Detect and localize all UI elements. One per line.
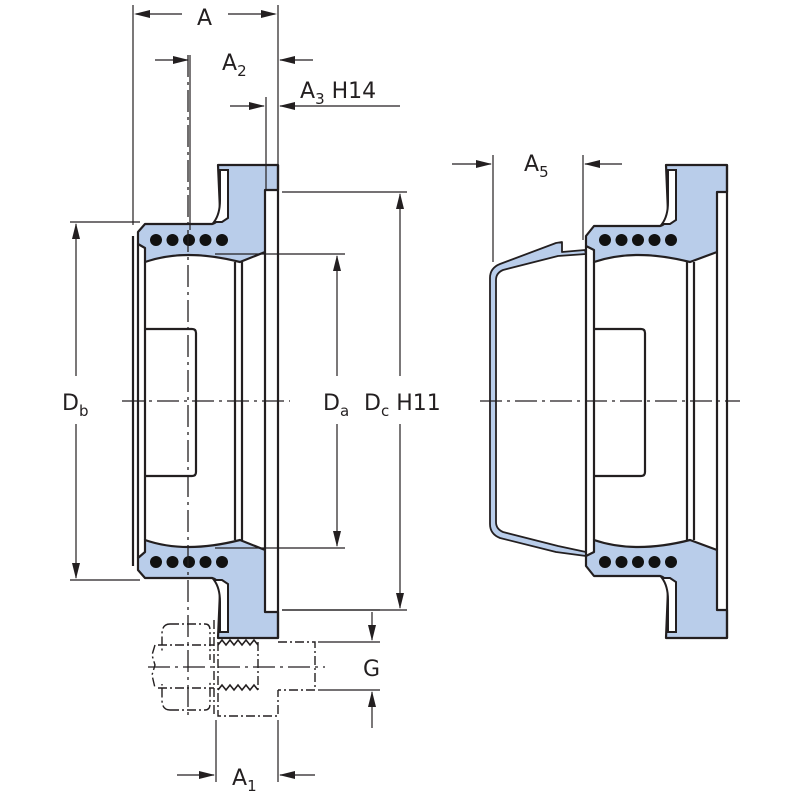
bearing-ball	[183, 234, 195, 246]
housing-section-top	[136, 163, 280, 264]
bearing-ball	[615, 556, 628, 568]
label-A2: A2	[222, 51, 247, 80]
dimension-A5: A5	[452, 152, 622, 262]
bearing-ball	[632, 556, 644, 568]
housing-section-bottom-right	[584, 538, 729, 640]
label-A1: A1	[232, 766, 257, 795]
dimension-A1: A1	[177, 720, 315, 795]
bearing-ball	[615, 234, 628, 246]
label-A: A	[197, 6, 212, 31]
ball-row-bottom-right	[599, 556, 677, 568]
left-view: A A2 A3 H14 Db	[62, 5, 441, 795]
bearing-ball	[216, 234, 228, 246]
dimension-A3: A3 H14	[230, 79, 400, 190]
housing-section-top-right	[584, 163, 729, 264]
ball-row-top-right	[599, 234, 677, 246]
label-A5: A5	[524, 152, 549, 181]
bearing-ball	[648, 234, 661, 246]
dimension-Db: Db	[62, 221, 140, 581]
bearing-ball	[166, 556, 179, 568]
bearing-ball	[665, 556, 677, 568]
flange-groove-top	[212, 169, 229, 223]
flange-groove-top-right	[660, 169, 677, 225]
dimension-A: A	[132, 5, 279, 225]
bearing-ball	[150, 234, 162, 246]
label-Db: Db	[62, 391, 88, 420]
ball-row-bottom	[150, 556, 228, 568]
label-Da: Da	[323, 391, 349, 420]
ball-row-top	[150, 234, 228, 246]
dimension-G: G	[282, 609, 380, 728]
inner-step	[594, 327, 647, 478]
label-A3-H14: A3 H14	[300, 79, 376, 108]
dimension-A2: A2	[155, 51, 313, 230]
bearing-ball	[648, 556, 661, 568]
bearing-ball	[632, 234, 644, 246]
dimension-Dc: Dc H11	[282, 191, 441, 611]
bearing-ball	[199, 556, 212, 568]
bearing-ball	[599, 234, 611, 246]
label-Dc-H11: Dc H11	[364, 391, 441, 420]
flange-groove-bottom-right	[660, 577, 677, 633]
bearing-ball	[665, 234, 677, 246]
bearing-ball	[150, 556, 162, 568]
bolt	[148, 620, 325, 717]
flange-groove-bottom	[212, 579, 229, 633]
bearing-ball	[199, 234, 212, 246]
label-G: G	[363, 657, 380, 682]
cover-cap	[489, 241, 587, 557]
dimension-Da: Da	[215, 253, 349, 549]
right-view: A5	[452, 152, 740, 640]
housing-section-bottom	[136, 538, 280, 640]
bearing-ball	[183, 556, 195, 568]
bearing-ball	[166, 234, 179, 246]
bearing-ball	[216, 556, 228, 568]
bearing-ball	[599, 556, 611, 568]
inner-step	[145, 327, 198, 478]
